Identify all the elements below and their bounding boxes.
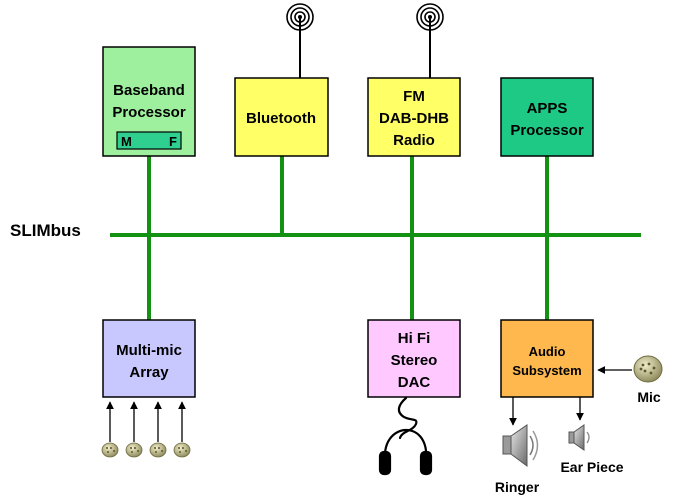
bluetooth-line-1: Bluetooth (246, 110, 316, 127)
ringer-label: Ringer (495, 479, 540, 495)
hifi-dac-line-3: DAC (398, 374, 431, 391)
mic-input: Mic (597, 355, 663, 405)
mf-sub-label-right: F (169, 134, 177, 149)
audio-subsystem-line-2: Subsystem (512, 363, 581, 378)
apps-processor-line-2: Processor (510, 122, 584, 139)
hifi-dac-line-1: Hi Fi (398, 330, 431, 347)
audio-subsystem-line-1: Audio (529, 344, 566, 359)
block-multimic-array: Multi-mic Array (102, 319, 196, 398)
multimic-inputs (101, 401, 191, 458)
block-fm-radio: FM DAB-DHB Radio (367, 77, 461, 157)
mic-label: Mic (637, 389, 661, 405)
apps-processor-line-1: APPS (527, 100, 568, 117)
fm-radio-box (367, 77, 461, 157)
hifi-dac-line-2: Stereo (391, 352, 438, 369)
baseband-line-2: Processor (112, 104, 186, 121)
fm-radio-line-2: DAB-DHB (379, 110, 449, 127)
bluetooth-antenna-icon (286, 3, 314, 78)
baseband-line-1: Baseband (113, 82, 185, 99)
bus-lines (110, 156, 641, 320)
microphone-icon (101, 442, 119, 458)
microphone-icon (173, 442, 191, 458)
microphone-icon (125, 442, 143, 458)
block-baseband-processor: Baseband Processor M F (102, 46, 196, 157)
microphone-icon (633, 355, 663, 383)
slimbus-label: SLIMbus (10, 221, 81, 240)
multimic-line-2: Array (129, 364, 169, 381)
ear-piece-output: Ear Piece (560, 397, 624, 475)
block-bluetooth: Bluetooth (234, 77, 329, 157)
mf-sub-box (116, 131, 182, 150)
multimic-box (102, 319, 196, 398)
apps-processor-box (500, 77, 594, 157)
fm-radio-line-3: Radio (393, 132, 435, 149)
block-apps-processor: APPS Processor (500, 77, 594, 157)
microphone-icon (149, 442, 167, 458)
headphones-icon (378, 396, 433, 476)
ringer-output: Ringer (495, 397, 540, 495)
fm-radio-line-1: FM (403, 88, 425, 105)
speaker-icon (502, 424, 539, 467)
mf-sub-label-left: M (121, 134, 132, 149)
hifi-dac-box (367, 319, 461, 398)
speaker-icon (568, 424, 590, 451)
fm-radio-antenna-icon (416, 3, 444, 78)
ear-piece-label: Ear Piece (560, 459, 623, 475)
block-hifi-dac: Hi Fi Stereo DAC (367, 319, 461, 398)
bluetooth-box (234, 77, 329, 157)
block-audio-subsystem: Audio Subsystem (500, 319, 594, 398)
multimic-line-1: Multi-mic (116, 342, 182, 359)
audio-subsystem-box (500, 319, 594, 398)
